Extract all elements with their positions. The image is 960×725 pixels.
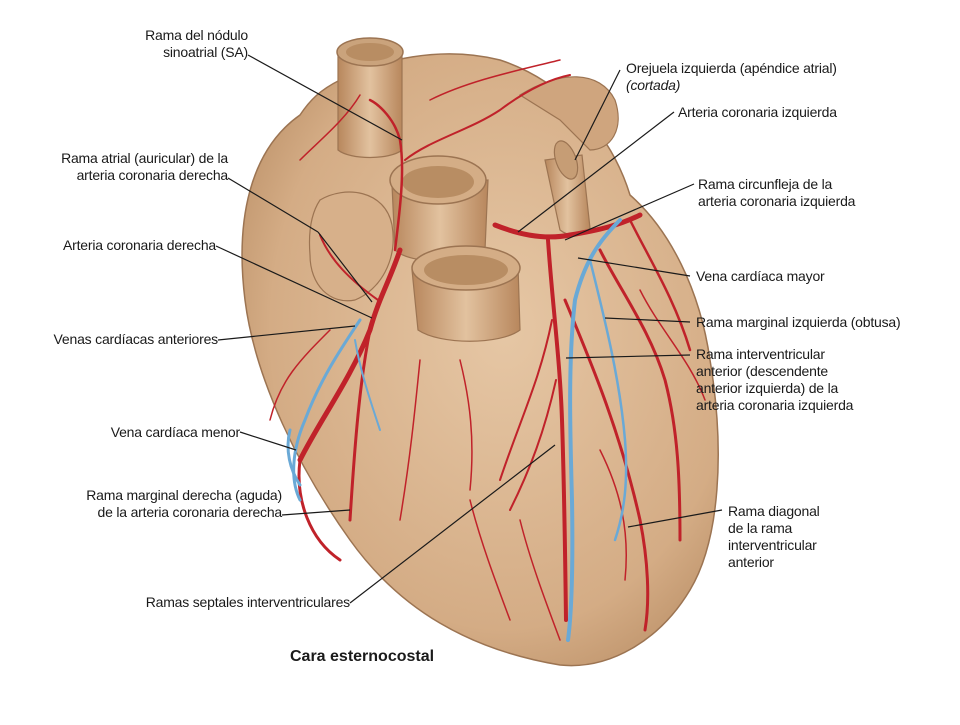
leader-circumflex <box>564 183 695 241</box>
right-auricle <box>308 191 394 302</box>
label-septal: Ramas septales interventriculares <box>145 594 350 610</box>
label-anterior-veins: Venas cardíacas anteriores <box>53 331 219 347</box>
leader-small-vein <box>239 431 297 451</box>
leader-diagonal <box>627 509 723 528</box>
label-left-auricle: Orejuela izquierda (apéndice atrial) (co… <box>626 60 837 93</box>
superior-vena-cava <box>337 54 403 159</box>
leader-left-coronary <box>517 111 675 233</box>
figure-caption: Cara esternocostal <box>290 648 435 665</box>
label-circumflex: Rama circunfleja de la arteria coronaria… <box>698 176 856 209</box>
leader-atrial-branch <box>227 177 319 233</box>
leader-right-coronary <box>215 245 373 319</box>
leader-sa-node <box>247 54 403 141</box>
cardiac-veins <box>286 218 628 642</box>
label-atrial-branch: Rama atrial (auricular) de la arteria co… <box>61 150 228 183</box>
leader-lines <box>215 54 723 604</box>
label-right-coronary: Arteria coronaria derecha <box>63 237 216 253</box>
coronary-arteries <box>269 59 706 641</box>
label-great-vein: Vena cardíaca mayor <box>696 268 825 284</box>
leader-left-auricle <box>574 69 621 161</box>
leader-lad <box>565 354 691 359</box>
label-sa-node: Rama del nódulo sinoatrial (SA) <box>145 27 248 60</box>
label-left-marginal: Rama marginal izquierda (obtusa) <box>696 314 901 330</box>
label-anterior-interventricular: Rama interventricular anterior (descende… <box>696 346 854 413</box>
leader-atrial-branch-2 <box>317 231 373 303</box>
label-right-marginal: Rama marginal derecha (aguda) de la arte… <box>86 487 282 520</box>
label-left-coronary: Arteria coronaria izquierda <box>678 104 837 120</box>
leader-left-marginal <box>604 317 691 323</box>
label-diagonal: Rama diagonal de la rama interventricula… <box>728 503 820 570</box>
label-small-vein: Vena cardíaca menor <box>110 424 240 440</box>
leader-great-vein <box>577 257 691 277</box>
leader-anterior-veins <box>217 325 356 341</box>
leader-right-marginal <box>281 509 351 516</box>
leader-septal <box>349 444 556 604</box>
